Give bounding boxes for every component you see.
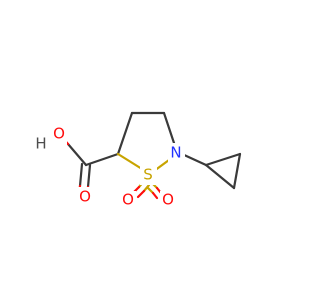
sulfonyl-o-left-label: O: [122, 191, 134, 209]
bond-s-o-right-2: [146, 186, 155, 195]
bond-n-cyclopropyl: [180, 152, 208, 167]
carbonyl-o-label: O: [79, 188, 91, 206]
bond-c5-c4: [116, 111, 134, 156]
hydroxyl-o-background: [51, 126, 67, 146]
bond-cooh-co-1: [78, 162, 84, 188]
bond-cooh-oh: [66, 142, 88, 167]
bond-s-o-right-2-o: [151, 191, 159, 200]
sulfonyl-o-right-background: [160, 191, 176, 211]
bond-cyclopropyl-side-1: [204, 152, 242, 167]
bond-c3-n: [162, 111, 176, 145]
bond-cyclopropyl-side-3: [232, 152, 242, 190]
hydroxyl-h-label: H: [35, 135, 46, 153]
bond-cyclopropyl-side-2: [204, 163, 236, 190]
bond-c5-s: [116, 152, 144, 171]
sulfonyl-o-right-label: O: [162, 191, 174, 209]
hydroxyl-o-label: O: [53, 125, 65, 143]
molecule-structure: H O O S N O O: [34, 111, 242, 211]
sulfonyl-o-left-background: [120, 191, 136, 211]
bond-cooh-co-2: [86, 163, 92, 189]
sulfur-label: S: [143, 166, 153, 184]
sulfur-background: [140, 165, 157, 185]
nitrogen-label: N: [170, 144, 181, 162]
bond-s-o-left-2-o: [136, 189, 146, 199]
bond-c5-cooh: [84, 152, 120, 167]
nitrogen-background: [168, 143, 185, 163]
bond-s-o-left-2: [142, 183, 151, 193]
hydroxyl-h-background: [34, 135, 48, 153]
carbonyl-o-background: [77, 187, 93, 207]
